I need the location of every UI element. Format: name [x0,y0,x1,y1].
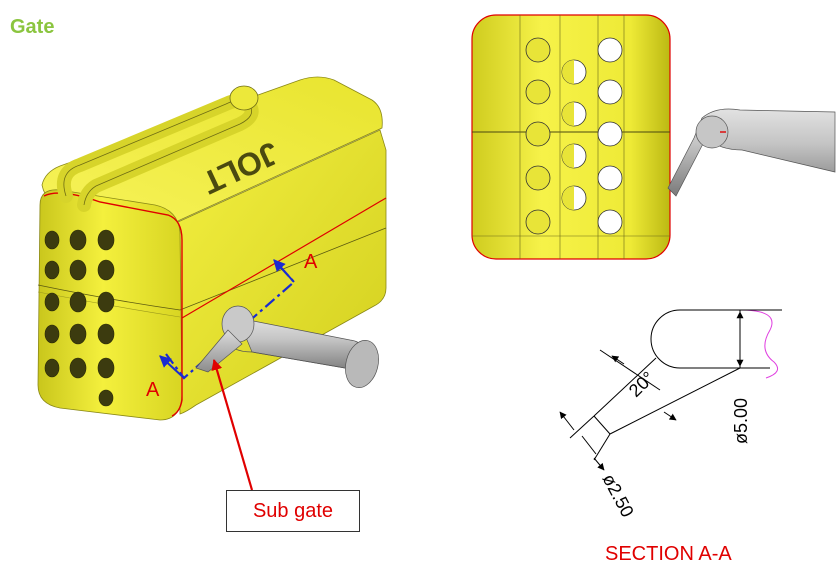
dim-angle: 20° [625,368,658,401]
dim-height: ø5.00 [731,398,751,444]
dim-tip: ø2.50 [598,470,637,520]
sub-gate-callout: Sub gate [226,490,360,532]
gate-runner [195,305,379,388]
callout-arrow [211,358,254,491]
section-view [559,309,782,471]
break-line [739,309,779,379]
front-view-body [471,14,671,260]
section-title: SECTION A-A [605,543,732,565]
front-view [471,14,836,260]
section-label-upper: A [304,251,318,273]
front-holes [44,229,115,407]
parting-line [37,227,387,311]
gate-profile [650,309,741,369]
page-title: Gate [10,16,55,38]
iso-part: JOLT A A [37,76,387,491]
front-view-gate [667,108,836,197]
section-label-lower: A [146,379,160,401]
